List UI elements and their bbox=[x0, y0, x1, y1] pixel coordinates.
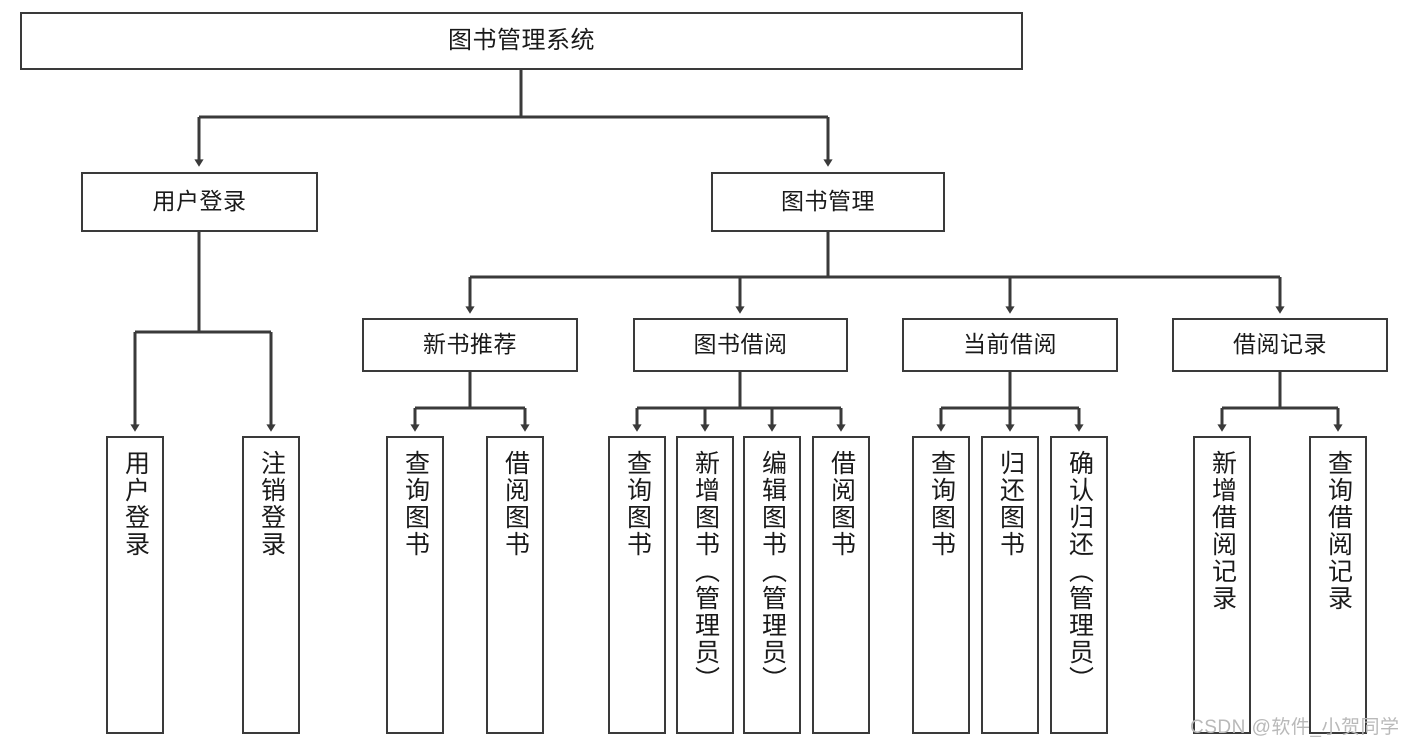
node-label: 图书借阅 bbox=[693, 331, 788, 358]
leaf-borrow-add-book-admin[interactable]: 新增图书（管理员） bbox=[676, 436, 734, 734]
leaf-current-return-book[interactable]: 归还图书 bbox=[981, 436, 1039, 734]
leaf-borrow-query-book[interactable]: 查询图书 bbox=[608, 436, 666, 734]
node-label: 新增图书（管理员） bbox=[691, 450, 720, 693]
leaf-user-login[interactable]: 用户登录 bbox=[106, 436, 164, 734]
node-root-book-management-system[interactable]: 图书管理系统 bbox=[20, 12, 1023, 70]
leaf-record-query-borrow-record[interactable]: 查询借阅记录 bbox=[1309, 436, 1367, 734]
node-current-borrow[interactable]: 当前借阅 bbox=[902, 318, 1118, 372]
node-book-management[interactable]: 图书管理 bbox=[711, 172, 945, 232]
leaf-recommend-borrow-book[interactable]: 借阅图书 bbox=[486, 436, 544, 734]
node-label: 注销登录 bbox=[257, 450, 286, 558]
node-new-book-recommend[interactable]: 新书推荐 bbox=[362, 318, 578, 372]
leaf-current-query-book[interactable]: 查询图书 bbox=[912, 436, 970, 734]
node-book-borrow[interactable]: 图书借阅 bbox=[633, 318, 848, 372]
node-label: 确认归还（管理员） bbox=[1065, 450, 1094, 693]
node-label: 编辑图书（管理员） bbox=[758, 450, 787, 693]
leaf-current-confirm-return-admin[interactable]: 确认归还（管理员） bbox=[1050, 436, 1108, 734]
leaf-borrow-borrow-book[interactable]: 借阅图书 bbox=[812, 436, 870, 734]
leaf-record-add-borrow-record[interactable]: 新增借阅记录 bbox=[1193, 436, 1251, 734]
node-label: 查询借阅记录 bbox=[1324, 450, 1353, 612]
node-label: 借阅记录 bbox=[1233, 331, 1327, 358]
node-borrow-record[interactable]: 借阅记录 bbox=[1172, 318, 1388, 372]
node-label: 查询图书 bbox=[401, 450, 430, 558]
node-label: 借阅图书 bbox=[501, 450, 530, 558]
node-label: 借阅图书 bbox=[827, 450, 856, 558]
node-label: 用户登录 bbox=[152, 188, 247, 215]
node-label: 当前借阅 bbox=[963, 331, 1057, 358]
leaf-borrow-edit-book-admin[interactable]: 编辑图书（管理员） bbox=[743, 436, 801, 734]
node-label: 新书推荐 bbox=[423, 331, 517, 358]
node-label: 归还图书 bbox=[996, 450, 1025, 558]
node-label: 新增借阅记录 bbox=[1208, 450, 1237, 612]
node-label: 查询图书 bbox=[927, 450, 956, 558]
leaf-recommend-query-book[interactable]: 查询图书 bbox=[386, 436, 444, 734]
node-label: 查询图书 bbox=[623, 450, 652, 558]
csdn-watermark: CSDN @软件_小贺同学 bbox=[1190, 717, 1400, 738]
node-label: 图书管理 bbox=[781, 188, 875, 215]
node-label: 图书管理系统 bbox=[448, 26, 595, 54]
leaf-user-logout[interactable]: 注销登录 bbox=[242, 436, 300, 734]
node-user-login[interactable]: 用户登录 bbox=[81, 172, 318, 232]
node-label: 用户登录 bbox=[121, 450, 150, 558]
